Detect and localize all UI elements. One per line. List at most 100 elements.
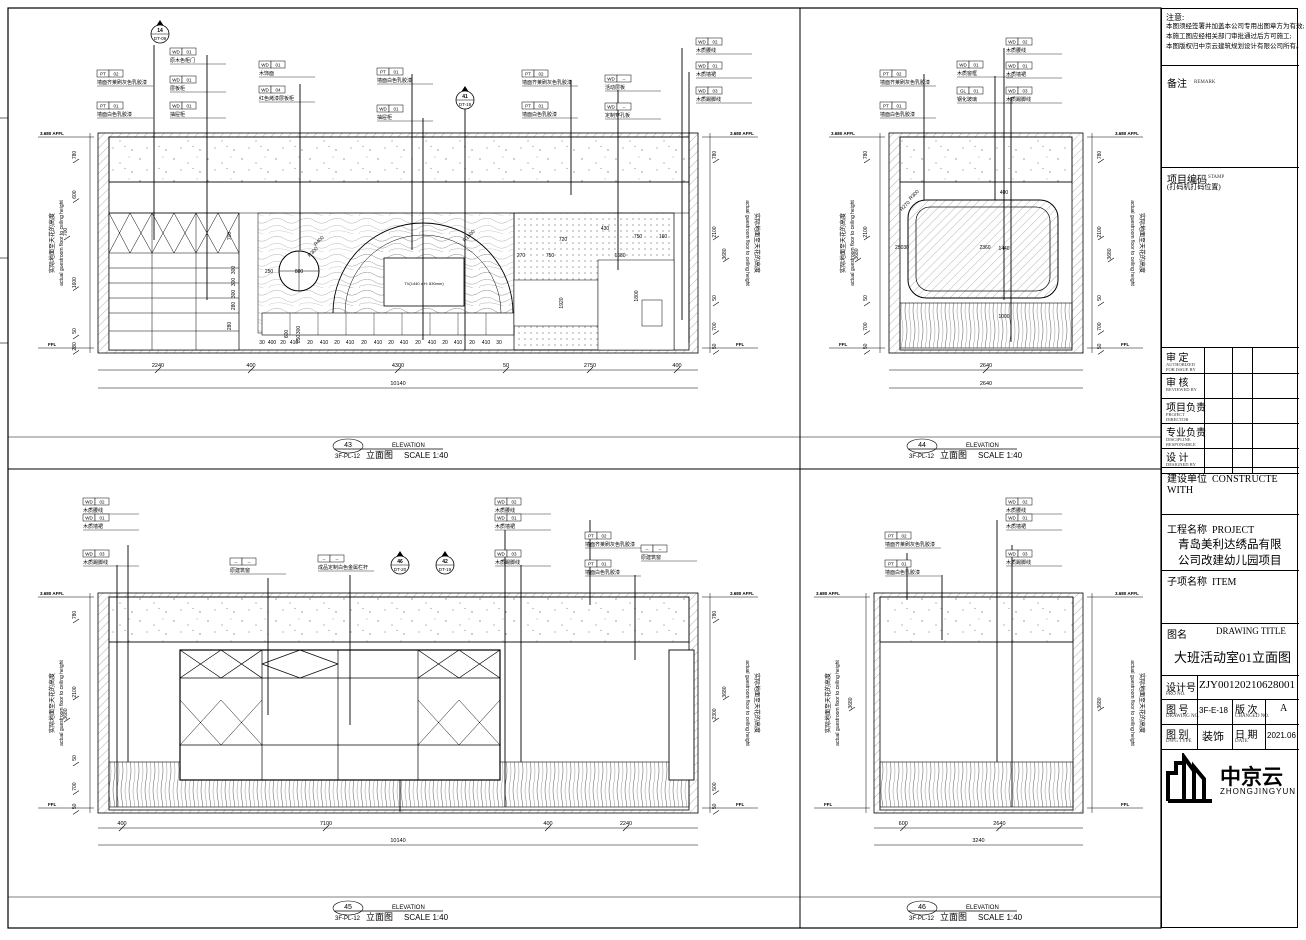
view-title-cn: 立面图 xyxy=(940,449,967,460)
tag-number: -- xyxy=(659,547,662,552)
dim-right: 50 xyxy=(1097,295,1103,301)
dim-inner: 700 xyxy=(227,232,233,241)
approval-label: 专业负责 xyxy=(1166,428,1206,439)
height-label-cn-right: 实际地面至天花的高度 xyxy=(1138,673,1146,733)
dim-bottom: 2240 xyxy=(152,363,164,369)
callout-code: 42 xyxy=(442,559,448,565)
view-sheet-ref: 3F-PL-12 xyxy=(335,916,361,922)
dim-left: 700 xyxy=(863,322,869,331)
tag-code: PT xyxy=(888,534,894,539)
view-title-en: ELEVATION xyxy=(966,443,999,449)
tag-number: -- xyxy=(623,105,626,110)
tag-number: 01 xyxy=(393,70,399,75)
dim-right: 2100 xyxy=(1097,226,1103,237)
level-bottom-left: FFL xyxy=(48,342,56,347)
tag-number: 03 xyxy=(99,552,105,557)
tag-text: 墙面白色乳胶漆 xyxy=(585,569,620,576)
level-bottom-left: FFL xyxy=(48,802,56,807)
dim-inner: 300 xyxy=(231,278,237,287)
height-label-cn-right: 实际地面至天花的高度 xyxy=(753,213,761,273)
tag-text: 木质腰线 xyxy=(1006,507,1026,514)
dim-right: 50 xyxy=(712,295,718,301)
approval-label-en: PROJECT DIRECTOR xyxy=(1166,412,1189,422)
dim-inner: 410 xyxy=(346,340,355,346)
dim-bottom: 50 xyxy=(503,363,509,369)
tag-text: 木质腰线 xyxy=(83,507,103,514)
tag-text: 红色烤漆层板柜 xyxy=(259,95,294,102)
elevation-46 xyxy=(865,520,1093,846)
note-line-2: 本施工图应经相关部门审批通过后方可施工; xyxy=(1166,33,1292,40)
tag-code: WD xyxy=(1008,40,1016,45)
tag-code: PT xyxy=(883,72,889,77)
tag-text: 墙面齐莱刷灰色乳胶漆 xyxy=(880,79,930,86)
tag-number: 01 xyxy=(393,107,399,112)
tag-text: 原建筑窗 xyxy=(230,567,250,574)
material-tag: WD--定制穿孔板 xyxy=(604,102,661,120)
tv-label: TV(1440 x H: 830mm) xyxy=(404,281,444,286)
tag-number: 01 xyxy=(275,63,281,68)
callout-code: 14 xyxy=(157,28,163,34)
height-label-cn-right: 实际地面至天花的高度 xyxy=(753,673,761,733)
height-label-en: actual guestroom floor to ceiling height xyxy=(59,200,65,286)
tag-number: 01 xyxy=(973,89,979,94)
tag-number: 01 xyxy=(896,104,902,109)
logo-text: 中京云 xyxy=(1220,766,1283,789)
tag-code: WD xyxy=(1008,552,1016,557)
dim-right: 780 xyxy=(712,611,718,620)
tag-number: 02 xyxy=(901,534,907,539)
dim-bottom: 7100 xyxy=(320,821,332,827)
category: 装饰 xyxy=(1202,731,1224,743)
dim-left: 780 xyxy=(72,611,78,620)
tag-text: 木质腰线 xyxy=(696,47,716,54)
view-title-en: ELEVATION xyxy=(392,905,425,911)
dim-bottom: 2750 xyxy=(584,363,596,369)
dim-inner: 20 xyxy=(415,340,421,346)
dim-right: 2300 xyxy=(712,708,718,719)
tag-code: -- xyxy=(323,557,326,562)
notes-title: 注意: xyxy=(1166,13,1185,22)
height-label-en: actual guestroom floor to ceiling height xyxy=(59,660,65,746)
tag-text: 木质踢脚线 xyxy=(1006,96,1031,103)
height-label-en: actual guestroom floor to ceiling height xyxy=(850,200,856,286)
view-number: 43 xyxy=(344,442,352,449)
note-line-1: 本图须经签署并加盖本公司专用出图章方为有效; xyxy=(1166,23,1305,30)
dim-inner: 30 xyxy=(496,340,502,346)
level-top-right: 3.680 AFFL xyxy=(1115,131,1139,136)
project-code-note: (打码机打码位置) xyxy=(1167,183,1221,191)
tag-text: 原木色柜门 xyxy=(170,57,195,64)
dim-inner: 280 xyxy=(231,302,237,311)
approval-label: 项目负责 xyxy=(1166,403,1206,414)
level-top-left: 3.680 AFFL xyxy=(40,591,64,596)
dim-inner: 850 xyxy=(296,335,302,344)
dim-inner: 410 xyxy=(400,340,409,346)
tag-text: 墙面白色乳胶漆 xyxy=(880,111,915,118)
tag-text: 定制穿孔板 xyxy=(605,112,630,119)
dim-left: 700 xyxy=(72,782,78,791)
tag-text: 墙面白色乳胶漆 xyxy=(97,111,132,118)
level-bottom-right: FFL xyxy=(736,342,744,347)
dim-right: 3680 xyxy=(1107,248,1113,259)
dim-inner: 300 xyxy=(231,290,237,299)
dim-inner: 410 xyxy=(290,340,299,346)
title-block: 注意: 本图须经签署并加盖本公司专用出图章方为有效; 本施工图应经相关部门审批通… xyxy=(1161,8,1304,928)
tag-number: 01 xyxy=(186,50,192,55)
dim-right: 2100 xyxy=(712,226,718,237)
dim-inner: 300 xyxy=(231,266,237,275)
dim-inner: 750 xyxy=(546,253,555,259)
dim-inner: 1920 xyxy=(559,297,565,308)
tag-text: 层板柜 xyxy=(170,85,185,92)
callout-code: 46 xyxy=(397,559,403,565)
tag-text: 墙面白色乳胶漆 xyxy=(885,569,920,576)
tag-number: 01 xyxy=(538,104,544,109)
